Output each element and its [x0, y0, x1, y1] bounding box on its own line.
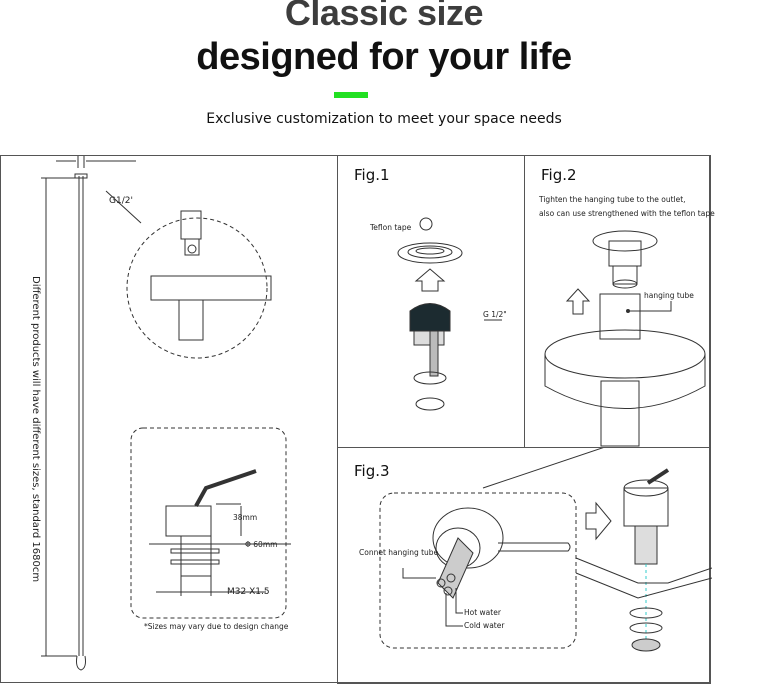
accent-bar [334, 92, 368, 98]
length-note: Different products will have different s… [30, 276, 41, 583]
fig3-title: Fig.3 [354, 462, 390, 480]
hot-water-label: Hot water [464, 608, 501, 617]
fig2-drawing [544, 230, 706, 447]
thread-size-label: M32 X1.5 [227, 587, 270, 597]
cold-water-label: Cold water [464, 621, 505, 630]
fig2-panel: Fig.2 Tighten the hanging tube to the ou… [524, 155, 715, 448]
fig2-instruction-1: Tighten the hanging tube to the outlet, [539, 195, 686, 204]
fig1-thread-label: G 1/2" [483, 310, 507, 319]
fig3-panel: Fig.3 Connet hanging tube [337, 447, 712, 684]
pole-drawing [41, 156, 291, 671]
height-label: 38mm [233, 513, 258, 522]
hanging-tube-label: hanging tube [644, 291, 694, 300]
fig1-title: Fig.1 [354, 166, 390, 184]
fig2-instruction-2: also can use strengthened with the teflo… [539, 209, 715, 218]
diameter-label: Φ 60mm [245, 540, 278, 549]
fig3-drawing [379, 448, 712, 652]
fig1-drawing [397, 217, 502, 411]
diagram-frame: G1/2' Different products will have diffe… [0, 155, 715, 684]
fig2-title: Fig.2 [541, 166, 577, 184]
teflon-label: Teflon tape [370, 223, 412, 232]
left-panel: G1/2' Different products will have diffe… [0, 155, 338, 683]
title-line-1: Classic size [284, 0, 484, 33]
title-line-2: designed for your life [196, 36, 572, 78]
thread-label: G1/2' [109, 196, 133, 206]
subtitle: Exclusive customization to meet your spa… [206, 111, 562, 127]
footnote: *Sizes may vary due to design change [144, 622, 289, 631]
connect-tube-label: Connet hanging tube [359, 548, 439, 557]
fig1-panel: Fig.1 Teflon tape G 1/2" [337, 155, 525, 448]
